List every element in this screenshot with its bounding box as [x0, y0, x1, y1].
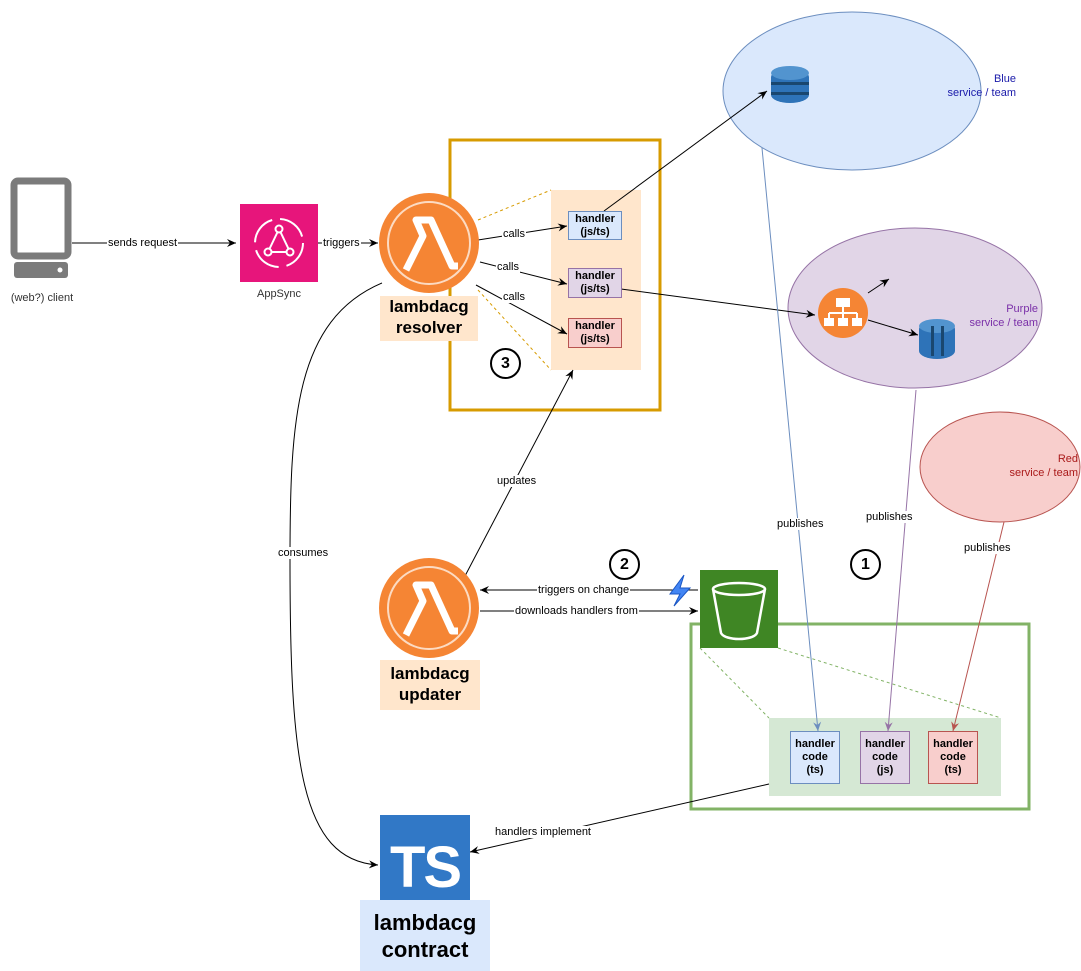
edge-handlers-implement [469, 783, 770, 854]
contract-label: lambdacg contract [360, 900, 490, 971]
red-service-label: Red service / team [1009, 453, 1078, 479]
zoom-line-top [477, 189, 552, 221]
edge-publishes-red [951, 521, 1005, 732]
edge-label-triggers: triggers [322, 237, 361, 249]
edge-label-calls-1: calls [502, 228, 527, 240]
bucket-container [689, 622, 1031, 811]
edge-label-publishes-purple: publishes [865, 511, 914, 523]
purple-service-ellipse [787, 227, 1043, 389]
edge-calls-2 [479, 261, 568, 286]
typescript-icon [380, 815, 470, 905]
lambda-updater-icon [379, 558, 479, 658]
client-computer-icon [10, 177, 72, 278]
edge-label-publishes-red: publishes [963, 542, 1012, 554]
handler-code-box-blue: handler code (ts) [790, 731, 840, 784]
edge-updates [464, 369, 574, 577]
appsync-label: AppSync [256, 288, 302, 300]
load-balancer-icon [818, 288, 868, 338]
edge-label-updates: updates [496, 475, 538, 487]
edge-publishes-purple [884, 389, 917, 732]
edge-label-calls-3: calls [502, 291, 527, 303]
lightning-icon [669, 574, 692, 607]
edge-label-downloads-handlers-from: downloads handlers from [514, 605, 639, 617]
edge-publishes-blue [761, 147, 822, 732]
blue-service-ellipse [722, 11, 982, 171]
edge-purple-out [867, 278, 890, 294]
dynamodb-blue-icon [771, 66, 809, 103]
edge-consumes [289, 282, 383, 869]
client-label: (web?) client [10, 292, 74, 304]
handler-box-red: handler (js/ts) [568, 318, 622, 348]
edge-purple-to-db [867, 319, 919, 337]
bucket-zoom-right [777, 647, 1002, 719]
edge-label-sends-request: sends request [107, 237, 179, 249]
edge-label-publishes-blue: publishes [776, 518, 825, 530]
handler-code-box-red: handler code (ts) [928, 731, 978, 784]
blue-service-label: Blue service / team [947, 73, 1016, 99]
handler-box-purple: handler (js/ts) [568, 268, 622, 298]
handler-code-box-purple: handler code (js) [860, 731, 910, 784]
edge-label-consumes: consumes [277, 547, 330, 559]
edge-handler-to-blue-db [603, 90, 768, 212]
handler-box-blue: handler (js/ts) [568, 211, 622, 240]
dynamodb-purple-icon [919, 319, 955, 359]
typescript-icon-text: TS [389, 835, 462, 900]
updater-label: lambdacg updater [380, 660, 480, 710]
step-marker-2: 2 [609, 549, 640, 580]
lambda-resolver-icon [379, 193, 479, 293]
step-marker-1: 1 [850, 549, 881, 580]
zoom-line-bottom [477, 289, 552, 371]
step-marker-3: 3 [490, 348, 521, 379]
edge-handler-to-purple [620, 288, 816, 318]
edge-calls-3 [475, 284, 568, 335]
bucket-zoom-left [699, 647, 770, 719]
edge-label-calls-2: calls [496, 261, 521, 273]
edge-label-triggers-on-change: triggers on change [537, 584, 631, 596]
edge-label-handlers-implement: handlers implement [494, 826, 592, 838]
purple-service-label: Purple service / team [969, 303, 1038, 329]
resolver-label: lambdacg resolver [380, 296, 478, 341]
s3-bucket-icon [700, 570, 778, 648]
appsync-icon [240, 204, 318, 282]
red-service-ellipse [919, 411, 1081, 523]
